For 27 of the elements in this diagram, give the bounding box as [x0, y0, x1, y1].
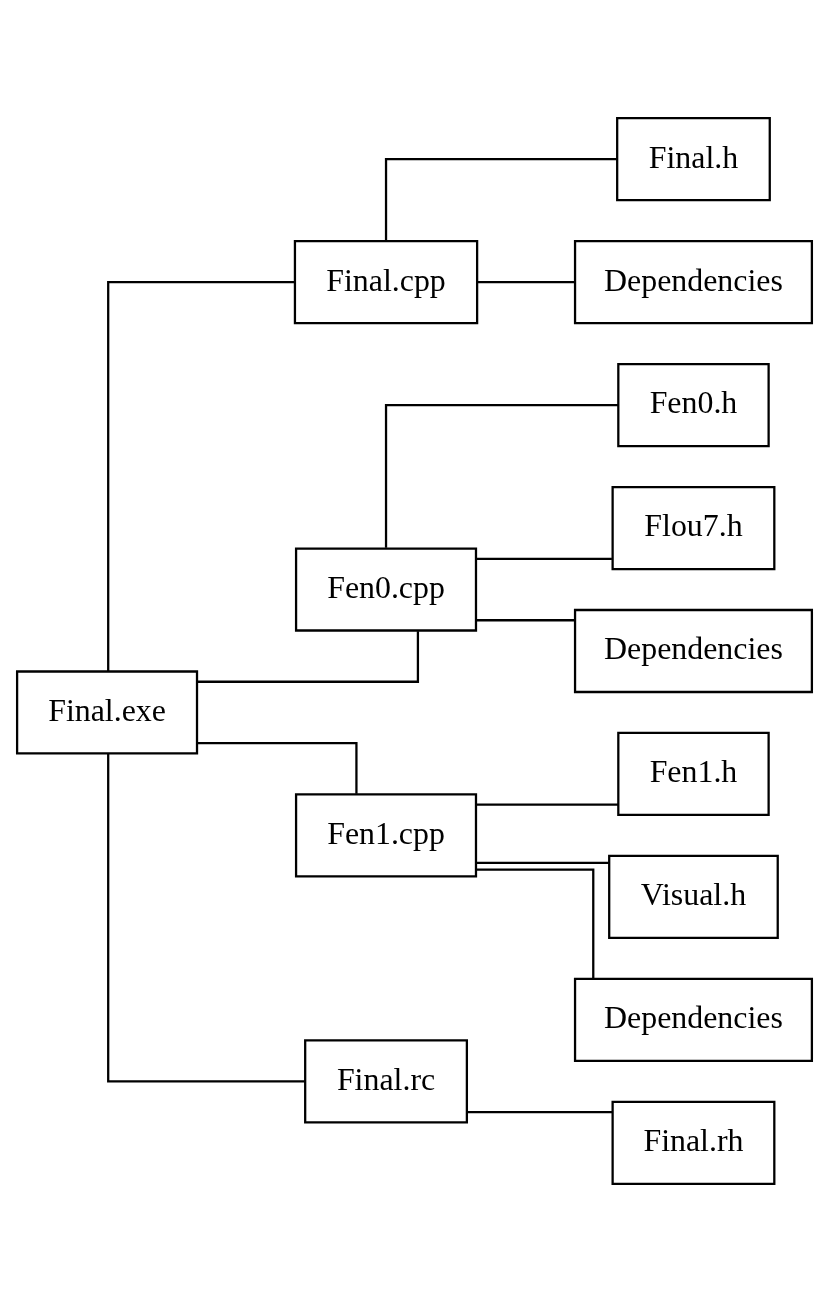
- connector: [476, 861, 609, 864]
- node-box: Final.rh: [611, 1100, 776, 1185]
- connector: [107, 280, 295, 671]
- node-box: Fen0.cpp: [294, 546, 478, 632]
- node-box: Final.h: [616, 116, 771, 201]
- connector: [476, 803, 619, 806]
- node-box: Flou7.h: [611, 485, 776, 570]
- connector: [477, 280, 575, 283]
- node-box: Final.exe: [15, 669, 199, 755]
- node-box: Final.rc: [304, 1038, 468, 1124]
- node-box: Fen1.cpp: [294, 792, 478, 878]
- node-box: Fen0.h: [617, 362, 770, 447]
- connector: [197, 741, 358, 794]
- connector: [384, 403, 619, 548]
- connector: [476, 557, 612, 560]
- connector: [197, 630, 420, 683]
- connector: [467, 1110, 613, 1113]
- node-box: Visual.h: [608, 854, 779, 939]
- node-box: Dependencies: [573, 239, 814, 324]
- node-box: Fen1.h: [617, 731, 770, 816]
- connector: [476, 868, 595, 979]
- node-box: Dependencies: [573, 608, 814, 693]
- node-box: Final.cpp: [293, 239, 479, 324]
- connector: [476, 618, 576, 621]
- connector: [107, 753, 305, 1083]
- node-box: Dependencies: [573, 977, 814, 1062]
- connector: [384, 157, 617, 240]
